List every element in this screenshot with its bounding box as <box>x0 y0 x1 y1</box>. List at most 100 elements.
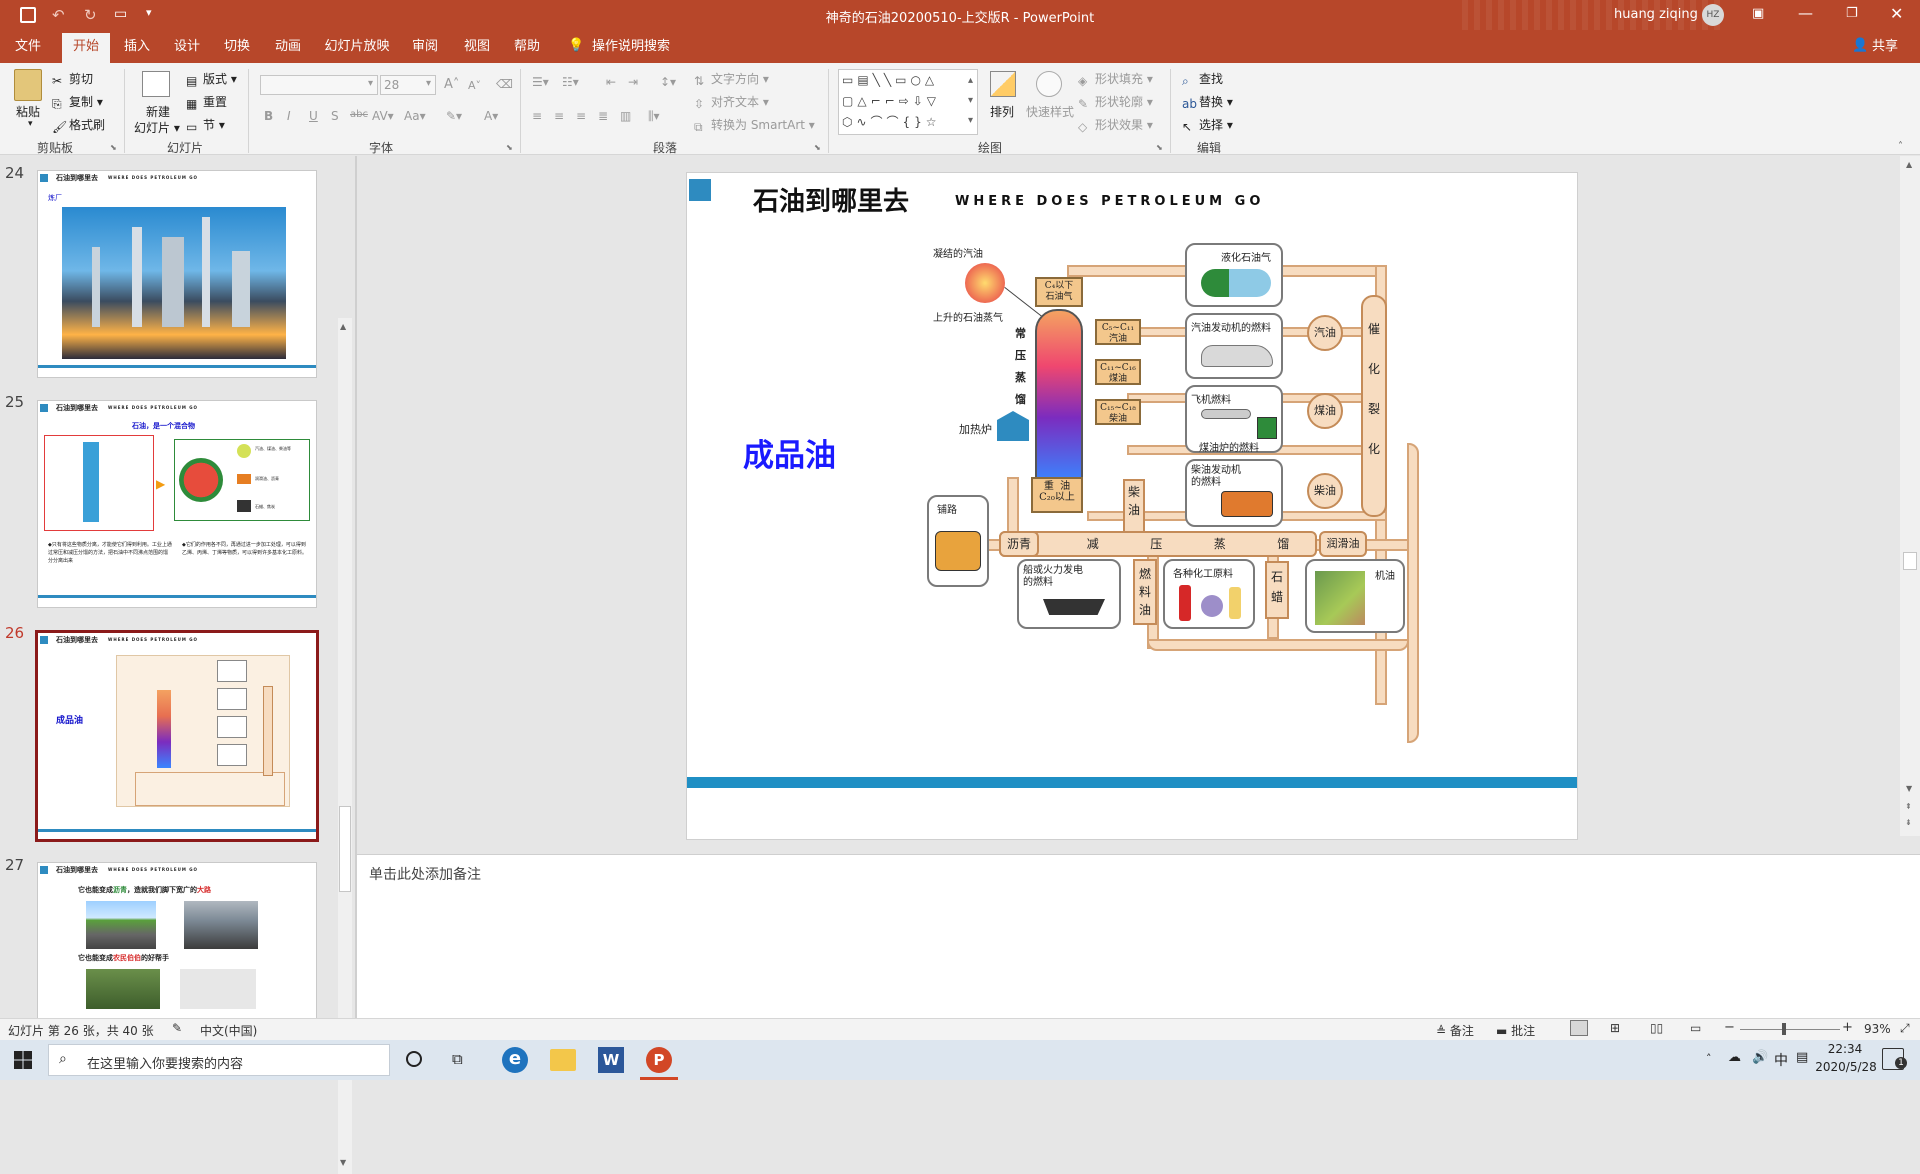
numbering-icon[interactable]: ☷▾ <box>562 75 579 89</box>
petroleum-diagram[interactable]: 凝结的汽油 上升的石油蒸气 C₄以下 石油气 常 压 蒸 馏 加热炉 重 油 C… <box>927 243 1547 763</box>
align-text-button[interactable]: ⇳对齐文本 ▾ <box>694 95 769 111</box>
next-slide-icon[interactable]: ⇟ <box>1905 818 1912 827</box>
collapse-ribbon-icon[interactable]: ˄ <box>1898 141 1903 152</box>
slide-canvas[interactable]: 石油到哪里去 WHERE DOES PETROLEUM GO 成品油 凝结的汽油… <box>686 172 1578 840</box>
product-chemicals[interactable]: 各种化工原料 <box>1163 559 1255 629</box>
slideshow-icon[interactable]: ▭ <box>1690 1021 1702 1035</box>
find-button[interactable]: ⌕查找 <box>1182 72 1224 88</box>
zoom-slider[interactable] <box>1740 1029 1840 1030</box>
redo-icon[interactable]: ↻ <box>84 6 97 24</box>
volume-icon[interactable]: 🔊 <box>1752 1050 1769 1065</box>
comments-toggle[interactable]: ▬ 批注 <box>1496 1024 1536 1038</box>
shape-outline-button[interactable]: ✎形状轮廓 ▾ <box>1078 95 1153 111</box>
scroll-thumb[interactable] <box>1903 552 1917 570</box>
slide-title[interactable]: 石油到哪里去 <box>753 187 910 217</box>
word-icon[interactable]: W <box>598 1047 624 1073</box>
underline-button[interactable]: U <box>309 109 318 123</box>
clock-time[interactable]: 22:34 <box>1827 1042 1863 1056</box>
reset-button[interactable]: ▦重置 <box>186 95 228 111</box>
quick-styles-icon[interactable] <box>1036 71 1062 97</box>
tab-animations[interactable]: 动画 <box>274 39 301 54</box>
scroll-up-icon[interactable]: ▲ <box>340 322 347 331</box>
shape-fill-button[interactable]: ◈形状填充 ▾ <box>1078 72 1153 88</box>
slide-sorter-icon[interactable]: ⊞ <box>1610 1021 1621 1035</box>
new-slide-label-2[interactable]: 幻灯片 ▾ <box>134 121 180 135</box>
line-spacing-icon[interactable]: ↕▾ <box>660 75 677 89</box>
spellcheck-icon[interactable]: ✎ <box>172 1021 183 1035</box>
restore-icon[interactable]: ❐ <box>1846 6 1858 21</box>
scroll-thumb[interactable] <box>339 806 351 892</box>
decrease-indent-icon[interactable]: ⇤ <box>606 75 617 89</box>
font-name-select[interactable]: ▾ <box>260 75 378 95</box>
shape-effects-button[interactable]: ◇形状效果 ▾ <box>1078 118 1153 134</box>
format-painter-button[interactable]: 🖌格式刷 <box>52 118 106 134</box>
clear-format-icon[interactable]: ⌫ <box>496 77 513 91</box>
notes-placeholder[interactable]: 单击此处添加备注 <box>369 867 481 883</box>
slide-scrollbar[interactable]: ▲ ▼ ⇞ ⇟ <box>1900 156 1920 836</box>
slide-thumbnail-25[interactable]: 石油到哪里去 WHERE DOES PETROLEUM GO 石油，是一个混合物… <box>37 400 317 608</box>
undo-icon[interactable]: ↶ <box>52 6 65 24</box>
copy-button[interactable]: ⎘复制 ▾ <box>52 95 103 111</box>
change-case-button[interactable]: Aa▾ <box>404 109 426 123</box>
network-icon[interactable]: ▤ <box>1796 1050 1809 1065</box>
slide-main-label[interactable]: 成品油 <box>743 438 836 474</box>
bullets-icon[interactable]: ☰▾ <box>532 75 549 89</box>
align-center-icon[interactable]: ≡ <box>554 109 565 123</box>
paragraph-launcher-icon[interactable]: ⬊ <box>814 143 821 152</box>
customize-qat-icon[interactable]: ▾ <box>146 6 152 19</box>
columns-icon[interactable]: ⫼▾ <box>648 109 660 123</box>
layout-button[interactable]: ▤版式 ▾ <box>186 72 237 88</box>
pane-divider[interactable] <box>355 156 357 1018</box>
align-left-icon[interactable]: ≡ <box>532 109 543 123</box>
minimize-icon[interactable]: — <box>1798 4 1813 22</box>
shapes-gallery[interactable]: ▭▤╲╲▭○△▢△⌐⌐⇨⇩▽⬡∿⌒⌒{}☆ <box>838 69 978 135</box>
prev-slide-icon[interactable]: ⇞ <box>1905 802 1912 811</box>
shapes-gallery-scroll[interactable]: ▴▾▾ <box>968 75 974 126</box>
tab-home[interactable]: 开始 <box>62 33 110 63</box>
show-hidden-icons-icon[interactable]: ˄ <box>1706 1052 1712 1065</box>
product-lpg[interactable]: 液化石油气 <box>1185 243 1283 307</box>
tab-file[interactable]: 文件 <box>14 39 41 54</box>
reading-view-icon[interactable]: ▯▯ <box>1650 1021 1664 1035</box>
fit-slide-icon[interactable]: ⤢ <box>1900 1021 1910 1035</box>
ribbon-display-icon[interactable]: ▣ <box>1752 6 1765 21</box>
edge-browser-icon[interactable]: e <box>502 1047 528 1073</box>
cut-button[interactable]: ✂剪切 <box>52 72 94 88</box>
zoom-slider-thumb[interactable] <box>1782 1023 1786 1035</box>
save-icon[interactable] <box>20 7 36 23</box>
avatar[interactable]: HZ <box>1702 4 1724 26</box>
bold-button[interactable]: B <box>264 109 274 123</box>
product-diesel-engine[interactable]: 柴油发动机 的燃料 <box>1185 459 1283 527</box>
justify-icon[interactable]: ≣ <box>598 109 609 123</box>
paste-dropdown-icon[interactable]: ▾ <box>28 119 33 129</box>
highlight-icon[interactable]: ✎▾ <box>446 109 463 123</box>
start-presentation-icon[interactable]: ▭ <box>114 6 128 22</box>
slide-subtitle[interactable]: WHERE DOES PETROLEUM GO <box>955 194 1265 209</box>
tab-view[interactable]: 视图 <box>463 39 490 54</box>
scroll-down-icon[interactable]: ▼ <box>340 1158 347 1167</box>
zoom-level[interactable]: 93% <box>1864 1022 1891 1036</box>
new-slide-label-1[interactable]: 新建 <box>146 105 171 119</box>
slide-thumbnail-26[interactable]: 石油到哪里去 WHERE DOES PETROLEUM GO 成品油 <box>35 630 319 842</box>
product-ship-fuel[interactable]: 船或火力发电 的燃料 <box>1017 559 1121 629</box>
smartart-button[interactable]: ⧉转换为 SmartArt ▾ <box>694 118 815 134</box>
new-slide-icon[interactable] <box>142 71 170 97</box>
tab-insert[interactable]: 插入 <box>123 39 150 54</box>
notification-icon[interactable]: 1 <box>1882 1048 1907 1070</box>
scroll-up-icon[interactable]: ▲ <box>1906 160 1913 169</box>
italic-button[interactable]: I <box>287 109 291 123</box>
onedrive-icon[interactable]: ☁ <box>1728 1050 1741 1065</box>
drawing-launcher-icon[interactable]: ⬊ <box>1156 143 1163 152</box>
text-direction-button[interactable]: ⇅文字方向 ▾ <box>694 72 769 88</box>
task-view-icon[interactable]: ⧉ <box>452 1050 463 1068</box>
product-road[interactable]: 铺路 <box>927 495 989 587</box>
scroll-down-icon[interactable]: ▼ <box>1906 784 1913 793</box>
zoom-in-icon[interactable]: + <box>1842 1020 1853 1035</box>
cortana-icon[interactable] <box>406 1051 422 1067</box>
input-method-indicator[interactable]: 中 <box>1774 1053 1788 1069</box>
share-button[interactable]: 共享 <box>1871 39 1898 54</box>
grow-font-button[interactable]: A˄ <box>444 77 460 92</box>
tab-design[interactable]: 设计 <box>173 39 200 54</box>
paste-label[interactable]: 粘贴 <box>16 105 41 119</box>
